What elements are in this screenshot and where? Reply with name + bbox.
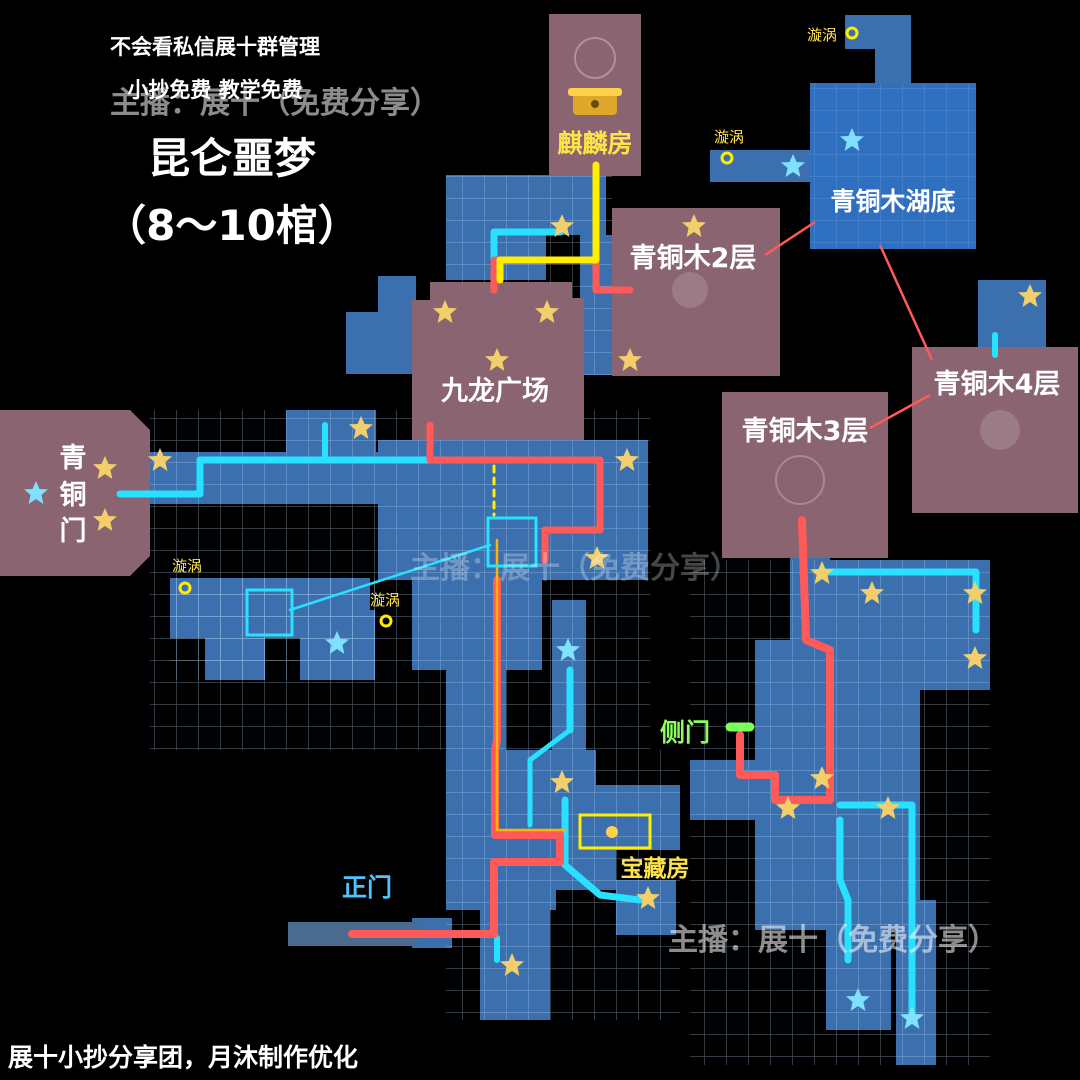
- footer-credit: 展十小抄分享团，月沐制作优化: [8, 1043, 358, 1072]
- vortex-label: 漩涡: [714, 128, 744, 146]
- yellow-thin: [495, 538, 567, 832]
- room-labels: 麒麟房 青铜木2层 青铜木湖底 青铜木4层 青铜木3层 九龙广场 青 铜 门 宝…: [60, 129, 1061, 902]
- routes: [116, 161, 998, 1016]
- vortex-icon: [178, 581, 192, 595]
- red-route-right: [736, 516, 834, 804]
- vortex-label: 漩涡: [370, 591, 400, 609]
- yellow-route-qilin: [496, 161, 600, 284]
- box-markers: [245, 516, 652, 850]
- treasure-room-label: 宝藏房: [621, 855, 690, 882]
- leader-lines: [764, 220, 934, 430]
- main-gate-label: 正门: [342, 873, 392, 902]
- side-gate-label: 侧门: [660, 718, 710, 747]
- lakebed-label: 青铜木湖底: [830, 187, 955, 216]
- vortex-label: 漩涡: [172, 557, 202, 575]
- bronze4-label: 青铜木4层: [934, 369, 1061, 400]
- bronzegate-label-1: 青: [60, 443, 87, 474]
- treasure-chest-icon: [606, 826, 618, 838]
- watermark: 主播：展十（免费分享）: [110, 86, 440, 121]
- plaza-label: 九龙广场: [441, 376, 549, 407]
- vortex-icon: [845, 26, 859, 40]
- bronzegate-label-3: 门: [60, 516, 87, 547]
- vortex-icon: [379, 614, 393, 628]
- bronze3-label: 青铜木3层: [742, 416, 869, 447]
- map-subtitle: （8～10棺）: [104, 201, 360, 250]
- note-line-1: 不会看私信展十群管理: [110, 35, 320, 59]
- map-title: 昆仑噩梦: [148, 134, 316, 183]
- cyan-route-south-right: [836, 801, 916, 1016]
- cyan-route-treasure: [561, 796, 644, 904]
- cyan-route-south-right2: [836, 816, 852, 964]
- vortex-markers: [178, 26, 859, 628]
- note-line-2: 小抄免费 教学免费: [127, 78, 302, 102]
- qilin-room-label: 麒麟房: [557, 129, 632, 158]
- cyan-route-mid2: [527, 727, 573, 828]
- vortex-label: 漩涡: [807, 26, 837, 44]
- teleport-box-left: [245, 588, 294, 637]
- header-block: 不会看私信展十群管理 小抄免费 教学免费 昆仑噩梦 （8～10棺）: [104, 35, 360, 250]
- treasure-box: [578, 813, 652, 850]
- bronze2-label: 青铜木2层: [630, 243, 757, 274]
- cyan-route-west: [116, 456, 604, 498]
- qilin-chest-icon: [568, 88, 622, 115]
- bronzegate-label-2: 铜: [60, 480, 87, 511]
- vortex-icon: [720, 151, 734, 165]
- watermark: 主播：展十（免费分享）: [410, 551, 740, 586]
- red-route-plaza: [426, 421, 604, 564]
- watermark: 主播：展十（免费分享）: [668, 923, 998, 958]
- cyan-route-east: [816, 568, 980, 634]
- teleport-box-center: [486, 516, 538, 568]
- cyan-link-vortex: [288, 543, 492, 612]
- vortex-labels: 漩涡 漩涡 漩涡 漩涡: [172, 26, 837, 609]
